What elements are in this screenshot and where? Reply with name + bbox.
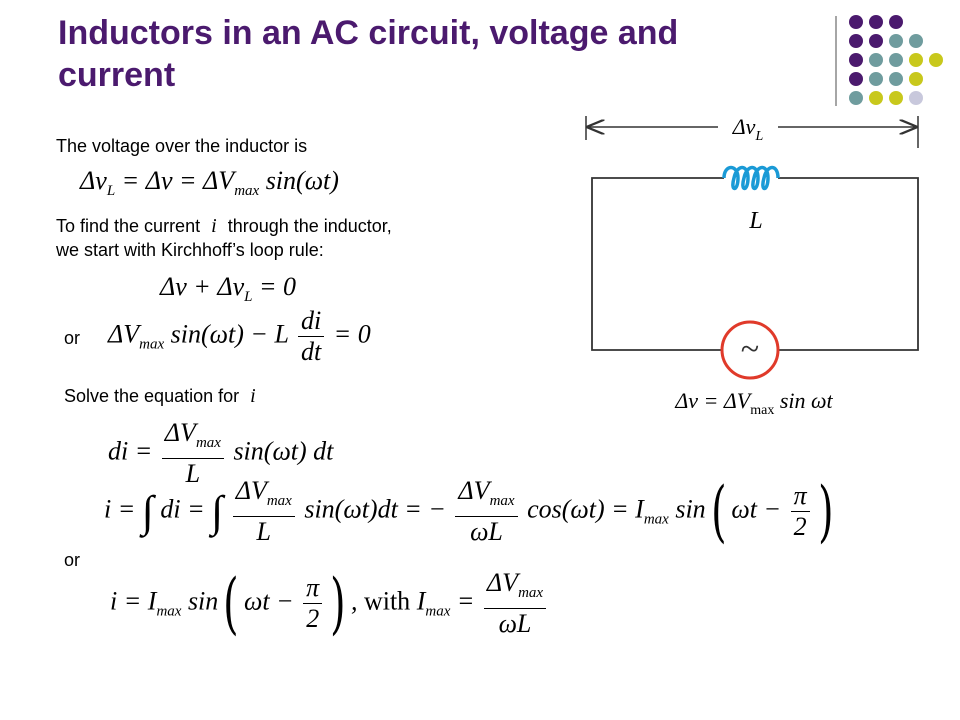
dot-row-1 — [849, 15, 903, 29]
dot-row-5 — [849, 91, 923, 105]
decorative-dot-grid — [835, 15, 943, 106]
inductor-coil — [722, 165, 780, 191]
with-word: with — [363, 586, 411, 616]
current-intro-text-b: through the inductor, — [227, 216, 392, 236]
dot-row-3 — [849, 53, 943, 67]
circuit-wire-right — [778, 177, 919, 351]
dot-row-2 — [849, 34, 923, 48]
solve-line: Solve the equation for i — [64, 384, 256, 408]
inductor-label: L — [748, 208, 762, 234]
loop-rule-equation: Δv + ΔvL = 0 — [160, 272, 297, 305]
source-voltage-label: Δv = ΔVmax sin ωt — [674, 388, 833, 418]
kirchhoff-text: we start with Kirchhoff’s loop rule: — [56, 240, 324, 260]
voltage-drop-label: ΔvL — [732, 114, 764, 144]
ac-source — [720, 320, 780, 380]
solve-text: Solve the equation for — [64, 386, 240, 406]
or-label-1: or — [64, 328, 81, 348]
ac-source-symbol: ~ — [741, 331, 759, 368]
voltage-equation: ΔvL = Δv = ΔVmax sin(ωt) — [80, 166, 339, 199]
slide-title: Inductors in an AC circuit, voltage and … — [58, 14, 679, 94]
circuit-diagram: ΔvL L ~ Δv = ΔVmax sin ωt — [585, 114, 919, 418]
current-intro-text-a: To find the current — [56, 216, 201, 236]
circuit-wire-left — [591, 177, 724, 351]
current-variable: i — [211, 215, 217, 237]
dot-row-4 — [849, 72, 923, 86]
current-intro-line: To find the current i through the induct… — [56, 214, 392, 238]
or-label-2: or — [64, 550, 81, 570]
voltage-intro-text: The voltage over the inductor is — [56, 136, 308, 156]
solve-variable: i — [250, 385, 256, 407]
